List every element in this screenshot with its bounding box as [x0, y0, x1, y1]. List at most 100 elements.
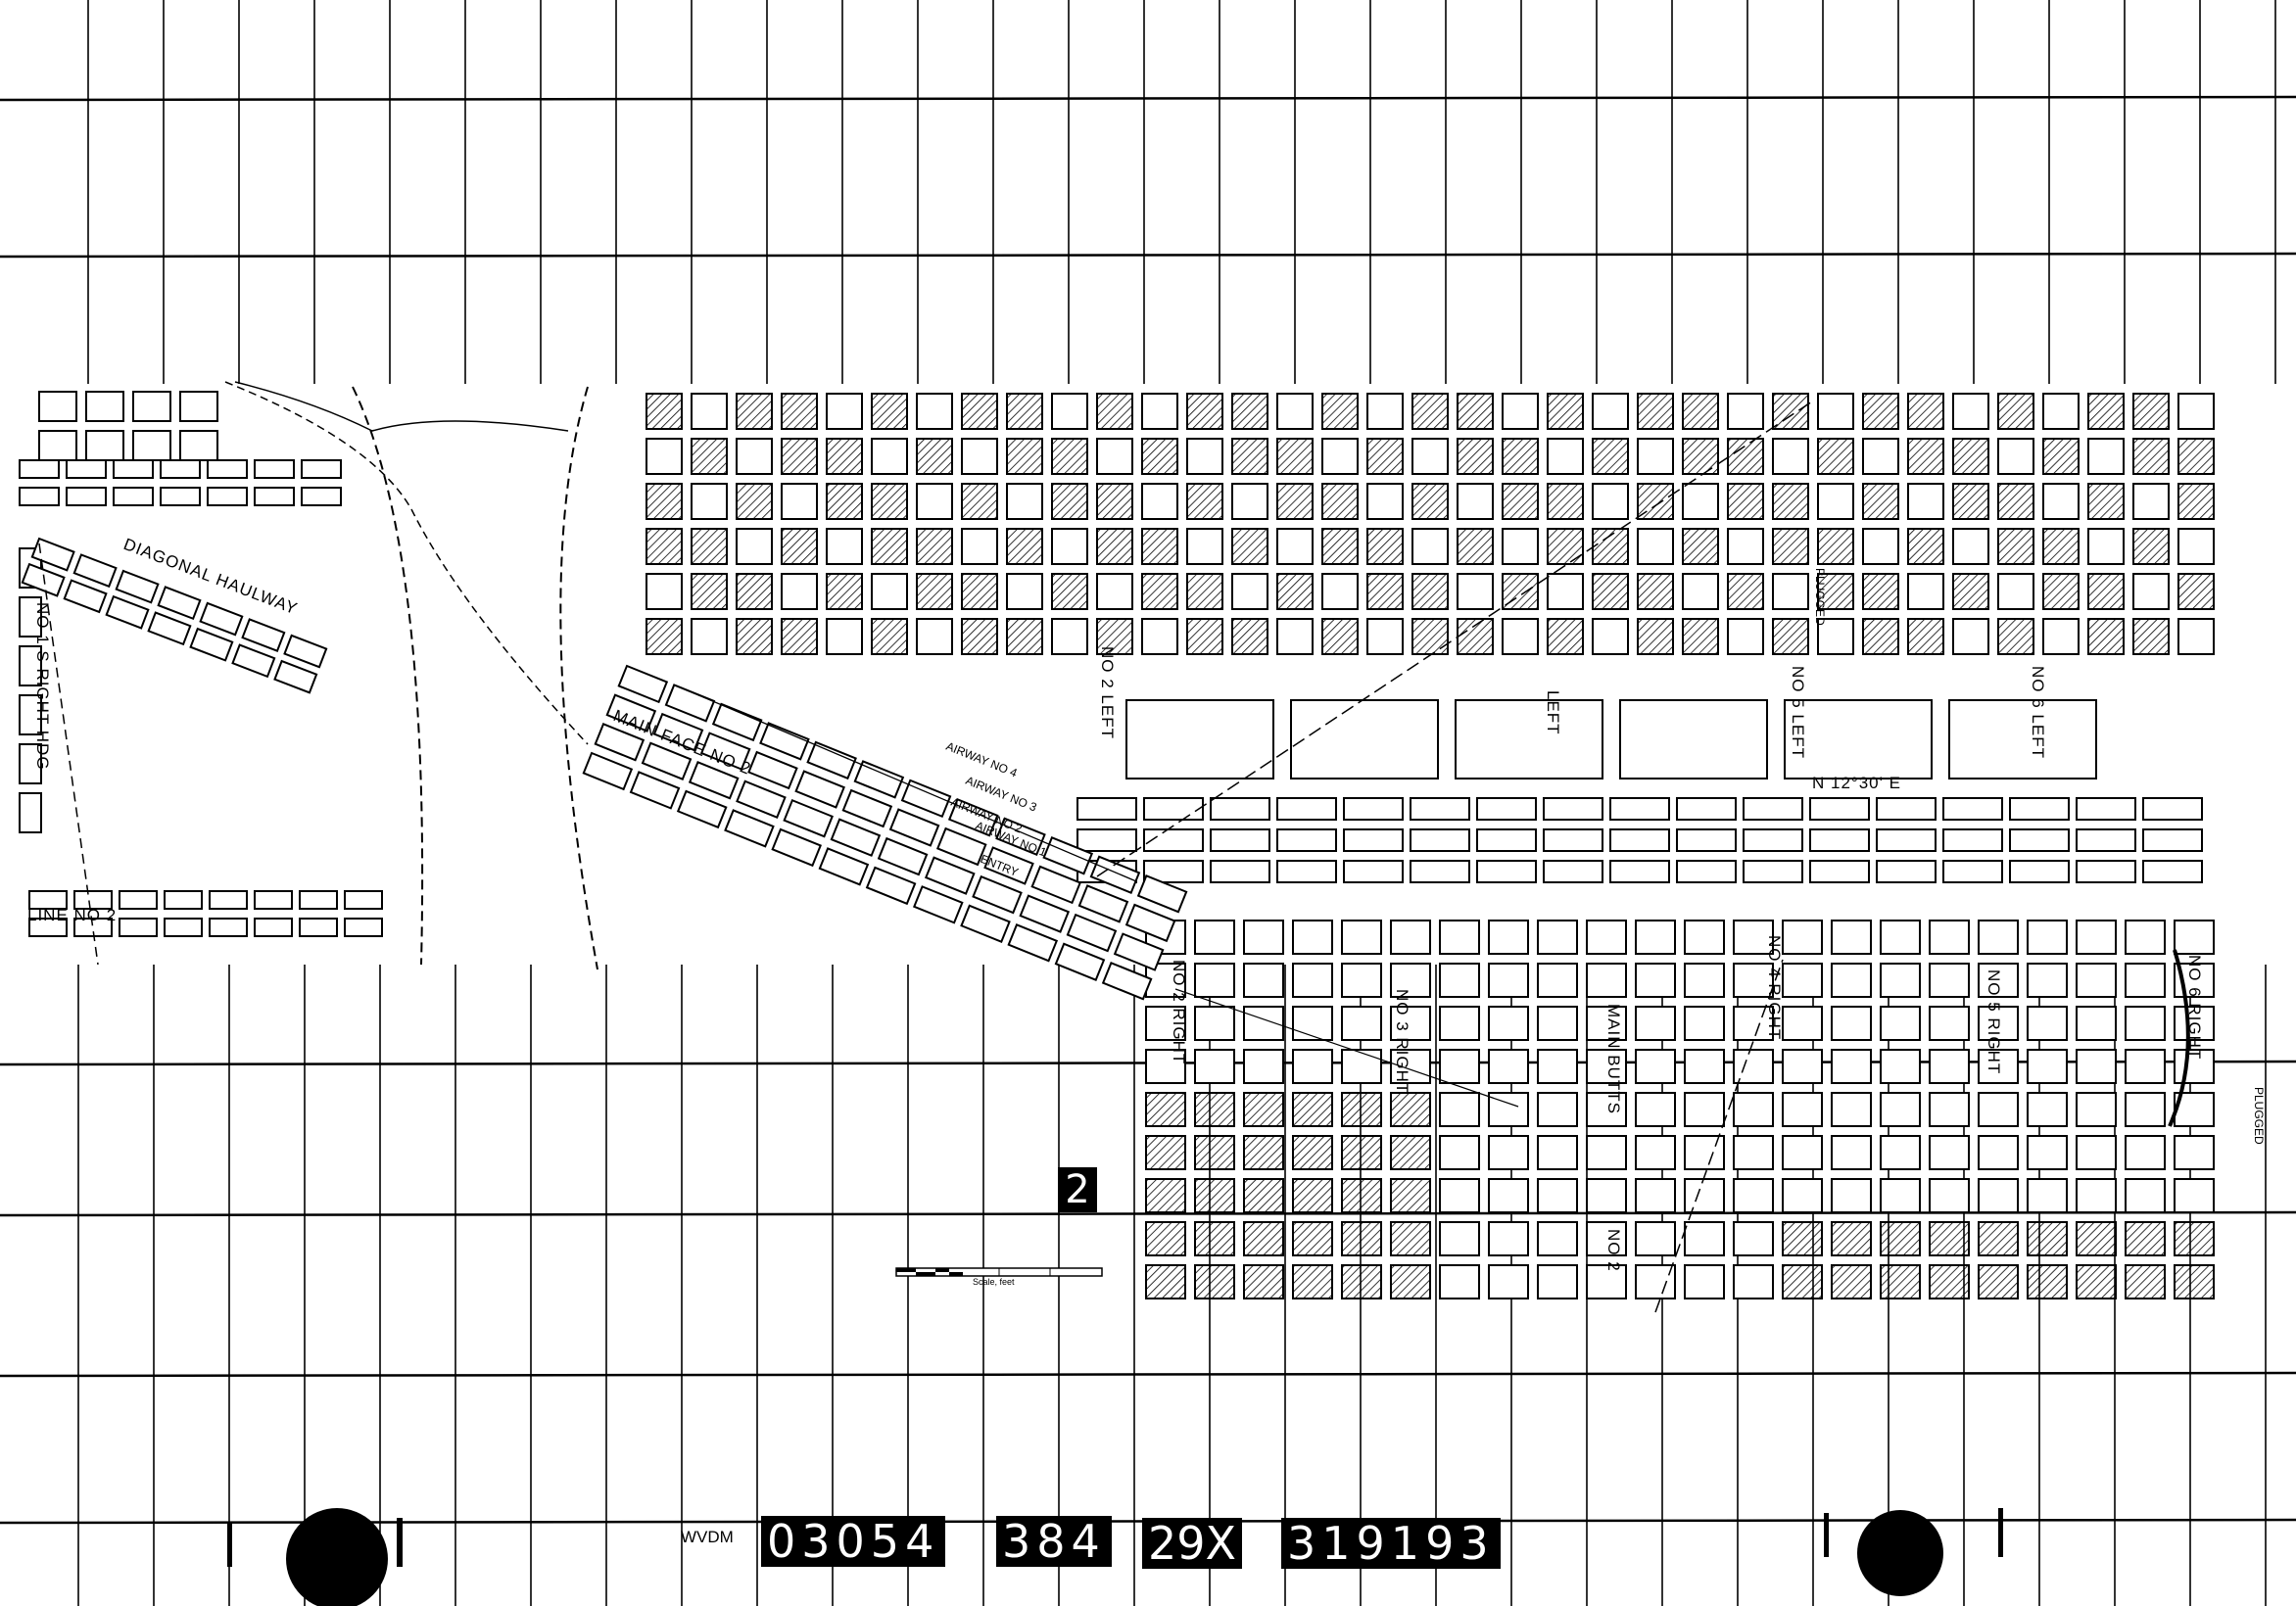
pillar — [72, 553, 118, 589]
pillar — [1929, 963, 1970, 998]
pillar — [736, 779, 787, 819]
pillar — [1457, 393, 1494, 430]
pillar — [699, 732, 751, 771]
pillar — [947, 798, 999, 837]
pillar — [254, 459, 295, 479]
pillar — [1817, 618, 1854, 655]
pillar — [1684, 1092, 1725, 1127]
pillar — [73, 918, 113, 937]
punch-hole-right — [1857, 1510, 1943, 1596]
pillar — [961, 393, 998, 430]
pillar — [1880, 1221, 1921, 1256]
pillar — [961, 438, 998, 475]
pillar — [1619, 699, 1768, 779]
pillar — [1390, 963, 1431, 998]
pillar — [38, 391, 77, 422]
pillar — [1727, 393, 1764, 430]
pillar — [1321, 438, 1359, 475]
pillar — [199, 601, 244, 637]
pillar — [1502, 393, 1539, 430]
pillar — [1862, 483, 1899, 520]
pillar — [1637, 438, 1674, 475]
pillar — [2177, 618, 2215, 655]
pillar — [2177, 483, 2215, 520]
pillar — [1141, 438, 1178, 475]
pillar — [1243, 1092, 1284, 1127]
pillar — [1537, 1178, 1578, 1213]
pillar — [1136, 874, 1188, 914]
pillar — [691, 483, 728, 520]
pillar — [1831, 1178, 1872, 1213]
pillar — [1831, 1135, 1872, 1170]
pillar — [1343, 860, 1404, 883]
pillar — [1292, 1092, 1333, 1127]
pillar — [19, 645, 42, 686]
label-plugged: PLUGGED — [1813, 568, 1827, 626]
pillar — [961, 573, 998, 610]
pillar — [1141, 618, 1178, 655]
pillar — [1809, 860, 1870, 883]
pillar — [2042, 528, 2080, 565]
pillar — [254, 487, 295, 506]
pillar — [960, 904, 1011, 944]
pillar — [1321, 573, 1359, 610]
punch-hole-left — [286, 1508, 388, 1606]
pillar — [646, 618, 683, 655]
pillar — [1635, 1049, 1676, 1084]
pillar — [676, 789, 728, 829]
pillar — [1276, 797, 1337, 821]
pillar — [1194, 1264, 1235, 1299]
pillar — [1784, 699, 1933, 779]
pillar — [1952, 483, 1989, 520]
pillar — [1547, 438, 1584, 475]
pillar — [2076, 1135, 2117, 1170]
pillar — [301, 459, 342, 479]
pillar — [1727, 618, 1764, 655]
pillar — [164, 918, 203, 937]
pillar — [147, 611, 192, 646]
pillar — [888, 808, 940, 847]
pillar — [1292, 1049, 1333, 1084]
pillar — [1635, 1178, 1676, 1213]
pillar — [2042, 618, 2080, 655]
pillar — [2125, 1178, 2166, 1213]
pillar — [1145, 1221, 1186, 1256]
pillar — [646, 393, 683, 430]
pillar — [1952, 618, 1989, 655]
pillar — [1054, 942, 1106, 981]
pillar — [28, 918, 68, 937]
scale-label: Scale, feet — [973, 1277, 1015, 1287]
pillar — [1831, 1264, 1872, 1299]
pillar — [2042, 438, 2080, 475]
pillar — [1276, 573, 1314, 610]
pillar — [2076, 1006, 2117, 1041]
pillar — [781, 393, 818, 430]
pillar — [189, 627, 234, 662]
pillar — [1006, 573, 1043, 610]
pillar — [1637, 528, 1674, 565]
registration-marks — [227, 1508, 2003, 1606]
pillar — [2076, 963, 2117, 998]
pillar — [736, 573, 773, 610]
pillar — [1143, 828, 1204, 852]
pillar — [1502, 618, 1539, 655]
pillar — [38, 430, 77, 461]
pillar — [1952, 573, 1989, 610]
pillar — [2125, 1049, 2166, 1084]
pillar — [736, 483, 773, 520]
pillar — [1096, 393, 1133, 430]
pillar — [1145, 1135, 1186, 1170]
pillar — [1592, 573, 1629, 610]
pillar — [1817, 573, 1854, 610]
pillar — [2174, 920, 2215, 955]
pillar — [73, 890, 113, 910]
pillar — [160, 459, 201, 479]
pillar — [241, 618, 286, 653]
pillar — [66, 459, 107, 479]
pillar — [2174, 1178, 2215, 1213]
pillar — [1390, 1264, 1431, 1299]
pillar — [747, 750, 798, 790]
pillar — [1682, 393, 1719, 430]
pillar — [1942, 828, 2003, 852]
pillar — [1609, 860, 1670, 883]
